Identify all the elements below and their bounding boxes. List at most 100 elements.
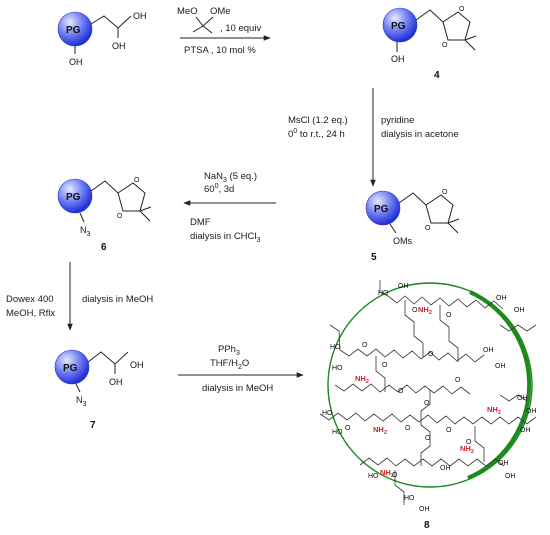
step5-solvent: THF/H2O — [210, 358, 249, 371]
svg-text:O: O — [466, 439, 472, 446]
svg-text:O: O — [446, 312, 452, 319]
n3-label: N3 — [80, 225, 91, 238]
compound-5-number: 5 — [371, 252, 377, 263]
meo-label: MeO — [177, 6, 198, 17]
ether-oxygens: O O O O O O O O O O O O O O — [345, 307, 472, 479]
ome-label: OMe — [210, 6, 231, 17]
step1-catalyst: PTSA , 10 mol % — [184, 45, 256, 56]
step2-base: pyridine — [381, 115, 414, 126]
svg-text:O: O — [455, 377, 461, 384]
svg-text:O: O — [459, 6, 465, 13]
step3-purification: dialysis in CHCl3 — [190, 231, 261, 244]
oh-label: OH — [109, 377, 123, 387]
step3: NaN3 (5 eq.) 600, 3d DMF dialysis in CHC… — [183, 171, 276, 244]
bead-label: PG — [66, 192, 81, 203]
svg-text:HO: HO — [330, 344, 341, 351]
svg-text:OH: OH — [517, 395, 528, 402]
svg-text:OH: OH — [520, 427, 531, 434]
step4-condition: MeOH, Rflx — [6, 308, 55, 319]
oh-label: OH — [391, 54, 405, 64]
svg-text:HO: HO — [332, 365, 343, 372]
svg-text:O: O — [425, 435, 431, 442]
step2-purification: dialysis in acetone — [381, 129, 459, 140]
amine-groups: NH2 NH2 NH2 NH2 NH2 NH2 — [355, 305, 501, 479]
step2-reagent: MsCl (1.2 eq.) — [288, 115, 348, 126]
svg-text:OH: OH — [496, 295, 507, 302]
svg-text:HO: HO — [322, 410, 333, 417]
step2: MsCl (1.2 eq.) 00 to r.t., 24 h pyridine… — [288, 88, 459, 187]
compound-4: PG O O OH 4 — [382, 6, 477, 81]
bead-label: PG — [63, 363, 78, 374]
svg-text:O: O — [412, 307, 418, 314]
svg-text:O: O — [382, 362, 388, 369]
compound-8: O O O O O O O O O O O O O O HO OH OH OH … — [319, 280, 537, 531]
oh-label: OH — [112, 41, 126, 51]
step4-purification: dialysis in MeOH — [82, 294, 153, 305]
compound-4-number: 4 — [434, 70, 440, 81]
compound-6: PG O O N3 6 — [57, 177, 152, 253]
terminal-hydroxyls: HO OH OH OH HO HO OH OH HO HO OH OH OH O… — [322, 283, 537, 513]
svg-text:O: O — [345, 425, 351, 432]
bead-label: PG — [66, 25, 81, 36]
nh2-label: NH2 — [418, 305, 432, 316]
step4-reagent: Dowex 400 — [6, 294, 54, 305]
oh-label: OH — [69, 57, 83, 67]
svg-text:OH: OH — [398, 283, 409, 290]
step1: MeO OMe , 10 equiv PTSA , 10 mol % — [177, 6, 271, 56]
svg-text:HO: HO — [404, 495, 415, 502]
svg-text:O: O — [442, 42, 448, 49]
n3-label: N3 — [76, 395, 87, 408]
compound-7: PG OH OH N3 7 — [54, 349, 144, 431]
step4: Dowex 400 MeOH, Rflx dialysis in MeOH — [6, 262, 153, 331]
step3-reagent: NaN3 (5 eq.) — [204, 171, 257, 184]
step3-condition: 600, 3d — [204, 183, 234, 195]
svg-text:OH: OH — [505, 473, 516, 480]
compound-6-number: 6 — [101, 242, 107, 253]
svg-text:O: O — [425, 225, 431, 232]
compound-7-number: 7 — [90, 420, 96, 431]
compound-5: PG O O OMs 5 — [365, 189, 460, 263]
nh2-label: NH2 — [460, 444, 474, 455]
step3-solvent: DMF — [190, 217, 211, 228]
pg-bead — [57, 178, 93, 214]
svg-text:OH: OH — [526, 408, 537, 415]
svg-text:O: O — [428, 351, 434, 358]
oms-label: OMs — [393, 236, 412, 246]
bead-label: PG — [391, 21, 406, 32]
svg-text:OH: OH — [419, 506, 430, 513]
nh2-label: NH2 — [380, 468, 394, 479]
svg-text:OH: OH — [514, 307, 525, 314]
starting-material: PG OH OH OH — [57, 11, 147, 67]
step5-reagent: PPh3 — [218, 344, 240, 357]
oh-label: OH — [133, 11, 147, 21]
nh2-label: NH2 — [487, 405, 501, 416]
svg-text:OH: OH — [495, 363, 506, 370]
svg-text:O: O — [117, 213, 123, 220]
compound-8-number: 8 — [424, 520, 430, 531]
svg-text:O: O — [446, 427, 452, 434]
polyglycerol-skeleton — [319, 280, 537, 505]
svg-text:O: O — [134, 177, 140, 184]
svg-text:O: O — [392, 472, 398, 479]
svg-text:HO: HO — [332, 429, 343, 436]
step5: PPh3 THF/H2O dialysis in MeOH — [178, 344, 304, 394]
svg-text:O: O — [424, 400, 430, 407]
nh2-label: NH2 — [373, 425, 387, 436]
svg-text:OH: OH — [498, 460, 509, 467]
pg-bead — [54, 349, 90, 385]
oh-label: OH — [130, 360, 144, 370]
svg-text:O: O — [442, 189, 448, 196]
bead-label: PG — [374, 204, 389, 215]
green-ring — [327, 282, 533, 488]
svg-text:OH: OH — [440, 465, 451, 472]
svg-text:O: O — [398, 388, 404, 395]
svg-text:HO: HO — [368, 473, 379, 480]
green-ring-thick — [467, 290, 532, 480]
pg-bead — [365, 190, 401, 226]
svg-text:O: O — [405, 425, 411, 432]
nh2-label: NH2 — [355, 374, 369, 385]
step5-purification: dialysis in MeOH — [202, 383, 273, 394]
svg-text:OH: OH — [483, 347, 494, 354]
step1-reagent: , 10 equiv — [220, 23, 261, 34]
